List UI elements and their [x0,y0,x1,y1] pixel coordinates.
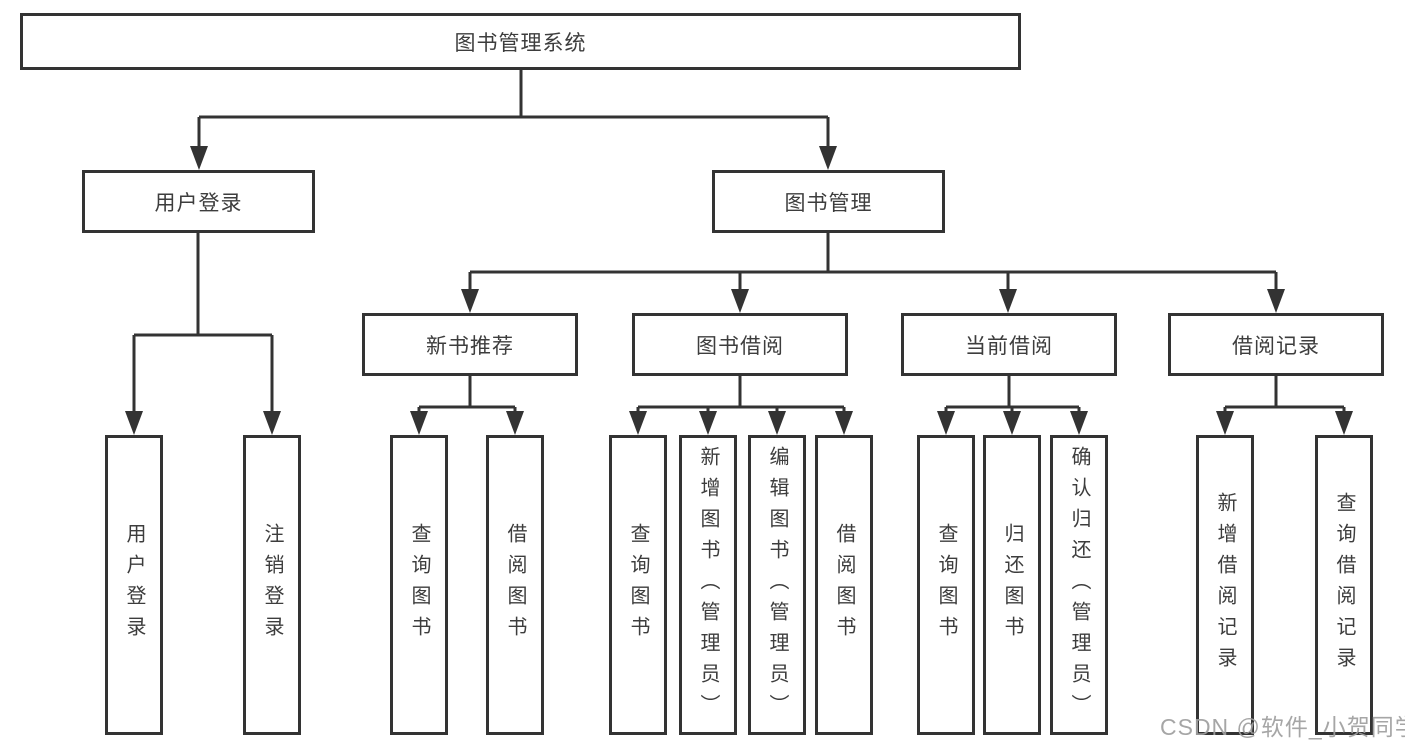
node-leaf-add-book-admin: 新增图书（管理员） [679,435,737,735]
node-book-borrow: 图书借阅 [632,313,848,376]
node-borrow-record: 借阅记录 [1168,313,1384,376]
node-leaf-logout: 注销登录 [243,435,301,735]
node-leaf-query-book-current: 查询图书 [917,435,975,735]
node-leaf-user-login: 用户登录 [105,435,163,735]
node-user-login: 用户登录 [82,170,315,233]
node-leaf-borrow-book-recommend: 借阅图书 [486,435,544,735]
node-leaf-query-borrow-record: 查询借阅记录 [1315,435,1373,735]
node-leaf-edit-book-admin: 编辑图书（管理员） [748,435,806,735]
node-leaf-return-book: 归还图书 [983,435,1041,735]
node-new-book-recommend: 新书推荐 [362,313,578,376]
csdn-watermark: CSDN @软件_小贺同学 [1160,714,1405,740]
node-leaf-query-book-borrow: 查询图书 [609,435,667,735]
node-leaf-add-borrow-record: 新增借阅记录 [1196,435,1254,735]
node-library-system: 图书管理系统 [20,13,1021,70]
arrowheads [125,146,1353,435]
node-leaf-borrow-book: 借阅图书 [815,435,873,735]
node-leaf-confirm-return-admin: 确认归还（管理员） [1050,435,1108,735]
node-current-borrow: 当前借阅 [901,313,1117,376]
node-leaf-query-book-recommend: 查询图书 [390,435,448,735]
node-book-management: 图书管理 [712,170,945,233]
